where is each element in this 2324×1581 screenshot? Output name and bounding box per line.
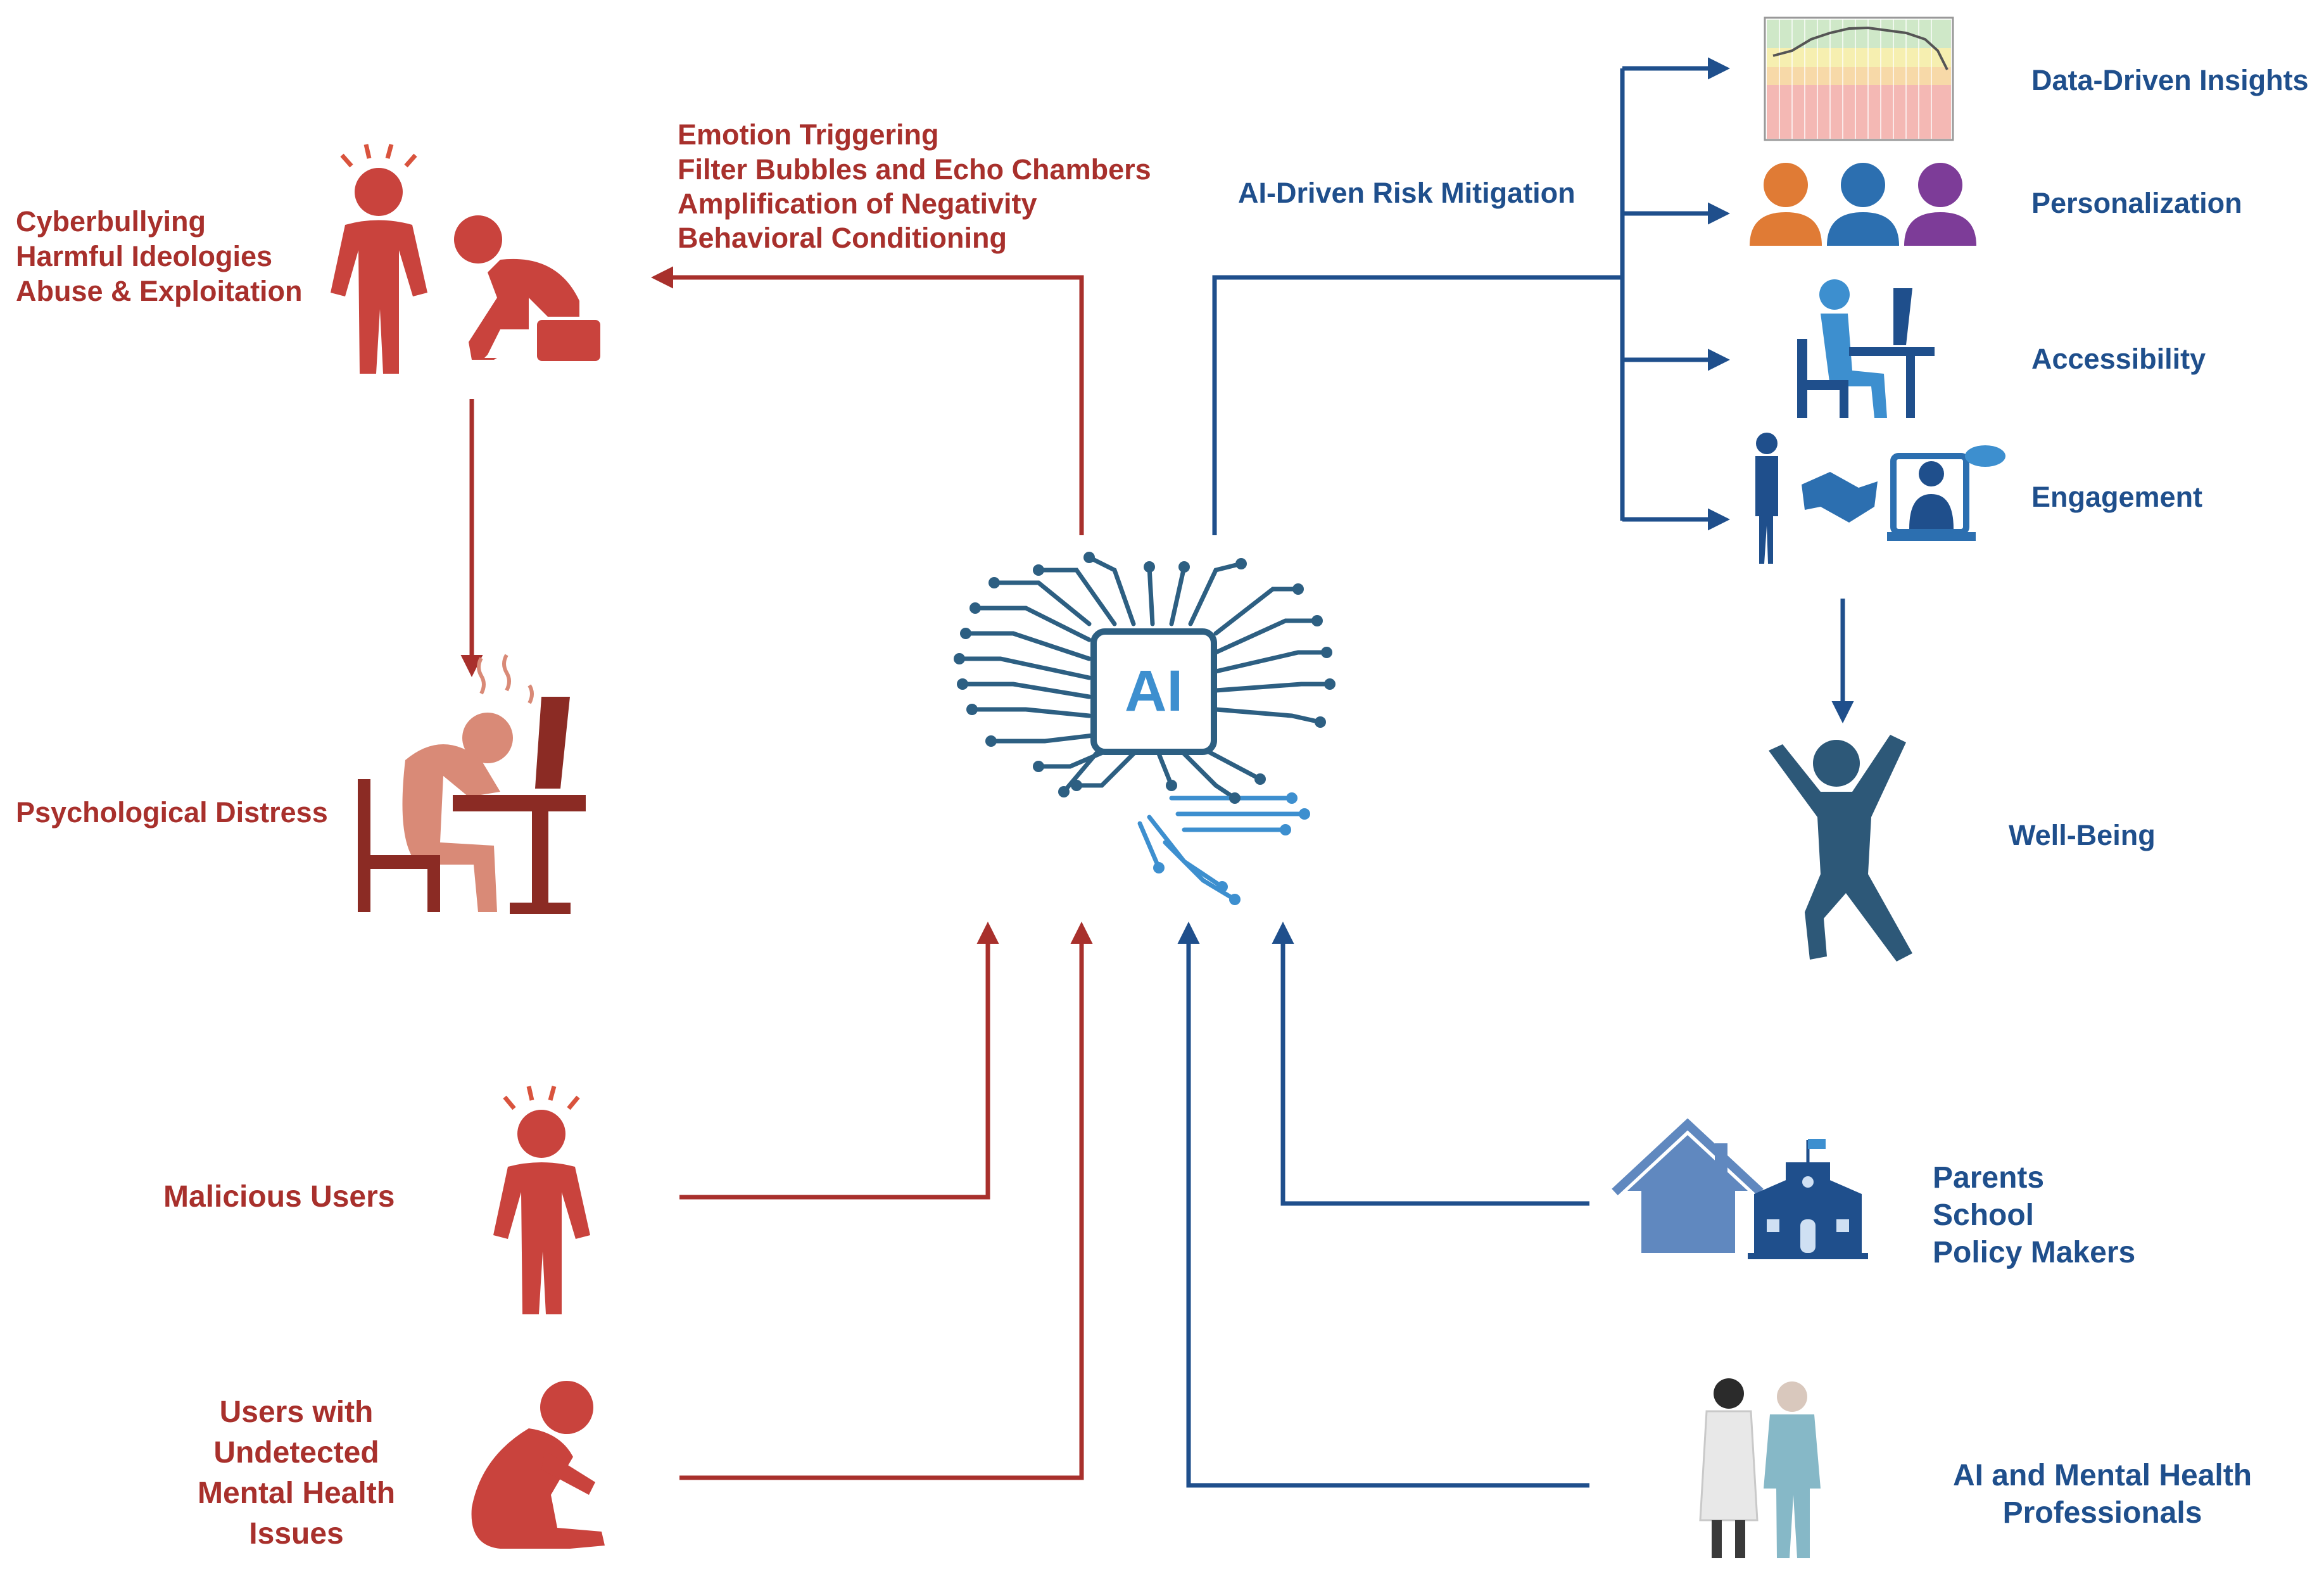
malicious-to-ai-arrow [679,922,999,1200]
malicious-user-icon [493,1086,590,1314]
parents-label: Parents [1933,1161,2044,1195]
mechanism-4: Behavioral Conditioning [678,222,1007,254]
person-at-computer-icon [1797,279,1935,418]
mechanism-1: Emotion Triggering [678,118,939,151]
personalization-label: Personalization [2031,187,2242,219]
mechanism-3: Amplification of Negativity [678,187,1037,220]
celebrating-person-icon [1769,735,1912,962]
risk-line-1: Cyberbullying [16,205,206,238]
doctors-icon [1699,1378,1821,1558]
ai-chip-label: AI [1125,659,1183,723]
ai-to-mitigation-line [1212,275,1622,535]
bar-chart-icon [1764,16,1954,141]
undetected-line-4: Issues [249,1517,343,1551]
undetected-users-label: Users with Undetected Mental Health Issu… [198,1395,395,1551]
ai-brain-circuit-icon: AI [954,552,1336,905]
distressed-at-desk-icon [358,654,586,914]
risk-line-2: Harmful Ideologies [16,240,272,272]
engagement-label: Engagement [2031,481,2202,513]
undetected-line-2: Undetected [213,1436,379,1470]
distress-label: Psychological Distress [16,796,328,829]
telehealth-handshake-icon [1755,433,2005,564]
house-and-school-icon [1612,1118,1868,1259]
insights-label: Data-Driven Insights [2031,64,2309,96]
undetected-line-1: Users with [220,1395,374,1429]
stressed-person-icon [331,144,427,374]
professionals-to-ai-arrow [1177,922,1589,1488]
sad-sitting-person-icon [454,215,600,361]
mitigation-title: AI-Driven Risk Mitigation [1238,177,1576,209]
mitigation-connectors [1177,57,1854,1488]
school-label: School [1933,1198,2034,1232]
ai-to-mechanisms-arrow [651,266,1084,535]
people-group-icon [1750,163,1976,246]
community-to-ai-arrow [1272,922,1589,1206]
community-stakeholders-label: Parents School Policy Makers [1933,1161,2135,1269]
professionals-line-2: Professionals [2003,1496,2202,1530]
hugging-knees-person-icon [471,1381,605,1549]
malicious-users-label: Malicious Users [163,1180,395,1214]
risk-line-3: Abuse & Exploitation [16,275,303,307]
undetected-line-3: Mental Health [198,1476,395,1510]
professionals-label: AI and Mental Health Professionals [1953,1459,2252,1530]
mechanism-2: Filter Bubbles and Echo Chambers [678,153,1151,186]
harm-connectors [460,266,1093,1480]
accessibility-label: Accessibility [2031,343,2206,375]
policy-makers-label: Policy Makers [1933,1236,2135,1269]
undetected-to-ai-arrow [679,922,1093,1480]
ai-mechanisms-label: Emotion Triggering Filter Bubbles and Ec… [678,118,1151,254]
online-risks-label: Cyberbullying Harmful Ideologies Abuse &… [16,205,303,307]
professionals-line-1: AI and Mental Health [1953,1459,2252,1492]
wellbeing-label: Well-Being [2009,819,2156,851]
